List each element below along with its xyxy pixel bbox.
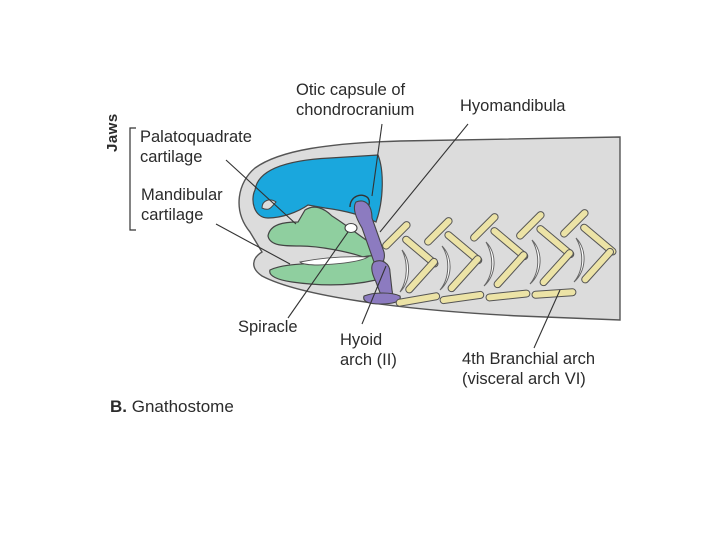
otic-capsule-label-line2: chondrocranium: [296, 101, 414, 120]
spiracle-opening: [345, 224, 357, 233]
palatoquadrate-label-line2: cartilage: [140, 148, 202, 167]
figure-caption: B. Gnathostome: [110, 397, 234, 417]
caption-letter: B.: [110, 397, 127, 416]
mandibular-label-line2: cartilage: [141, 206, 203, 225]
branchial-label-line2: (visceral arch VI): [462, 370, 586, 389]
otic-capsule-label-line1: Otic capsule of: [296, 81, 405, 100]
hyoid-label-line1: Hyoid: [340, 331, 382, 350]
basihyal-shape: [364, 293, 401, 304]
spiracle-label: Spiracle: [238, 318, 298, 337]
palatoquadrate-label-line1: Palatoquadrate: [140, 128, 252, 147]
mandibular-label-line1: Mandibular: [141, 186, 223, 205]
hyoid-label-line2: arch (II): [340, 351, 397, 370]
jaws-label-wrapper: Jaws: [104, 113, 122, 152]
jaws-bracket: [130, 128, 136, 230]
hyomandibula-label: Hyomandibula: [460, 97, 565, 116]
branchial-label-line1: 4th Branchial arch: [462, 350, 595, 369]
jaws-label: Jaws: [104, 113, 121, 152]
caption-text: Gnathostome: [132, 397, 234, 416]
